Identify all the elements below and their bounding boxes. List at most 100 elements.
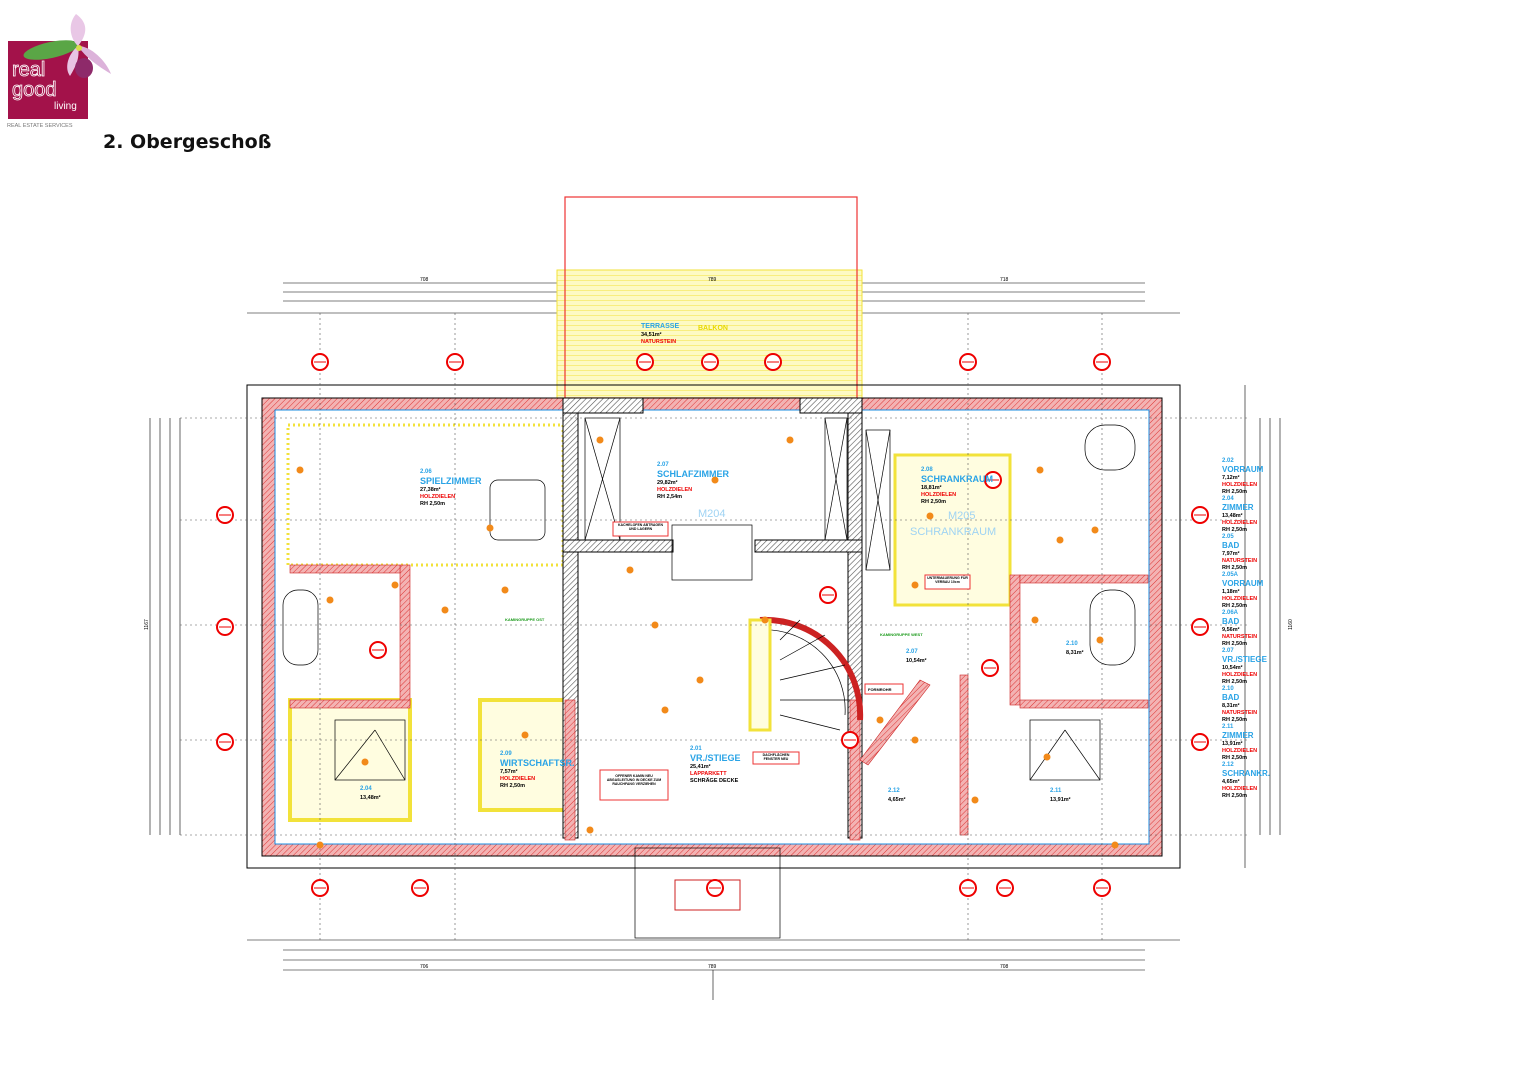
legend-name: SCHRANKR.	[1222, 769, 1270, 778]
legend-height: RH 2,50m	[1222, 641, 1247, 647]
electrical-outlet-icon	[391, 581, 399, 589]
note-dachflaechenfenster: DACHFLÄCHEN FENSTER NEU	[762, 753, 790, 762]
note-offener-kamin: OFFENER KAMIN NEU ABGASLEITUNG IN DECKE …	[606, 774, 662, 787]
room-floor: HOLZDIELEN	[500, 776, 535, 782]
electrical-outlet-icon	[661, 706, 669, 714]
dimension-label: 706	[420, 964, 429, 970]
room-height: RH 2,50m	[420, 501, 445, 507]
electrical-outlet-icon	[586, 826, 594, 834]
electrical-outlet-icon	[1111, 841, 1119, 849]
legend-area: 9,56m²	[1222, 626, 1240, 633]
legend-area: 10,54m²	[1222, 664, 1243, 671]
legend-name: ZIMMER	[1222, 731, 1254, 740]
electrical-outlet-icon	[501, 586, 509, 594]
building-walls	[180, 313, 1250, 940]
electrical-outlet-icon	[1031, 616, 1039, 624]
electrical-outlet-icon	[1043, 753, 1051, 761]
logo-text-good: good	[12, 79, 57, 101]
room-height: SCHRÄGE DECKE	[690, 777, 739, 784]
note-kamingruppe-west: KAMINGRUPPE WEST	[880, 632, 923, 637]
legend-height: RH 2,50m	[1222, 603, 1247, 609]
electrical-outlet-icon	[711, 476, 719, 484]
room-floor: HOLZDIELEN	[921, 492, 956, 498]
electrical-outlet-icon	[876, 716, 884, 724]
room-height: RH 2,50m	[921, 499, 946, 505]
legend-name: BAD	[1222, 617, 1240, 626]
room-name: SCHLAFZIMMER	[657, 469, 729, 479]
room-floor: HOLZDIELEN	[420, 494, 455, 500]
logo-tagline: REAL ESTATE SERVICES	[7, 123, 73, 129]
legend-name: VR./STIEGE	[1222, 655, 1268, 664]
legend-floor: HOLZDIELEN	[1222, 596, 1257, 602]
legend-number: 2.02	[1222, 458, 1234, 464]
terrace-label: TERRASSE	[641, 323, 679, 330]
legend-area: 7,12m²	[1222, 474, 1240, 481]
room-area: 8,31m²	[1066, 649, 1084, 656]
dimension-label: 789	[708, 277, 717, 283]
legend-number: 2.12	[1222, 762, 1234, 768]
terrace-area-value: 34,51m²	[641, 331, 662, 338]
electrical-outlet-icon	[441, 606, 449, 614]
legend-number: 2.05A	[1222, 572, 1239, 578]
legend-height: RH 2,50m	[1222, 679, 1247, 685]
legend-name: BAD	[1222, 541, 1240, 550]
electrical-outlet-icon	[596, 436, 604, 444]
legend-floor: HOLZDIELEN	[1222, 672, 1257, 678]
legend-height: RH 2,50m	[1222, 565, 1247, 571]
electrical-outlet-icon	[761, 616, 769, 624]
room-area: 29,82m²	[657, 479, 678, 486]
legend-area: 13,48m²	[1222, 512, 1243, 519]
dimension-label: 708	[420, 277, 429, 283]
legend-floor: HOLZDIELEN	[1222, 748, 1257, 754]
logo-text-living: living	[54, 101, 77, 112]
dimension-label: 708	[1000, 964, 1009, 970]
dimension-label: 1167	[144, 619, 150, 630]
room-number: 2.06	[420, 469, 432, 475]
legend-floor: HOLZDIELEN	[1222, 520, 1257, 526]
room-label-2-10: 2.108,31m²	[1066, 641, 1084, 656]
spiral-staircase	[748, 616, 864, 732]
room-floor: LAPPARKETT	[690, 771, 727, 777]
electrical-outlet-icon	[316, 841, 324, 849]
legend-height: RH 2,50m	[1222, 527, 1247, 533]
electrical-outlet-icon	[696, 676, 704, 684]
electrical-outlet-icon	[326, 596, 334, 604]
room-number: 2.07	[906, 649, 918, 655]
room-area: 13,48m²	[360, 794, 381, 801]
room-area: 27,38m²	[420, 486, 441, 493]
legend-name: ZIMMER	[1222, 503, 1254, 512]
note-untermauerung: UNTERMAUERUNG FÜR VERBAU 10cm	[927, 576, 968, 585]
electrical-outlet-icon	[1091, 526, 1099, 534]
electrical-outlet-icon	[521, 731, 529, 739]
electrical-symbols	[296, 436, 1119, 849]
plan-notes: KACHELOFEN ABTRAGEN UND LAGERN OFFENER K…	[505, 521, 971, 801]
legend-number: 2.07	[1222, 648, 1234, 654]
legend-name: BAD	[1222, 693, 1240, 702]
legend-height: RH 2,50m	[1222, 489, 1247, 495]
room-floor: HOLZDIELEN	[657, 487, 692, 493]
legend-area: 13,91m²	[1222, 740, 1243, 747]
note-kamingruppe-ost: KAMINGRUPPE OST	[505, 617, 545, 622]
company-logo: real good living REAL ESTATE SERVICES	[6, 6, 118, 130]
room-area: 18,81m²	[921, 484, 942, 491]
room-number: 2.11	[1050, 788, 1062, 794]
legend-floor: HOLZDIELEN	[1222, 482, 1257, 488]
electrical-outlet-icon	[971, 796, 979, 804]
legend-height: RH 2,50m	[1222, 717, 1247, 723]
room-number: 2.09	[500, 751, 512, 757]
